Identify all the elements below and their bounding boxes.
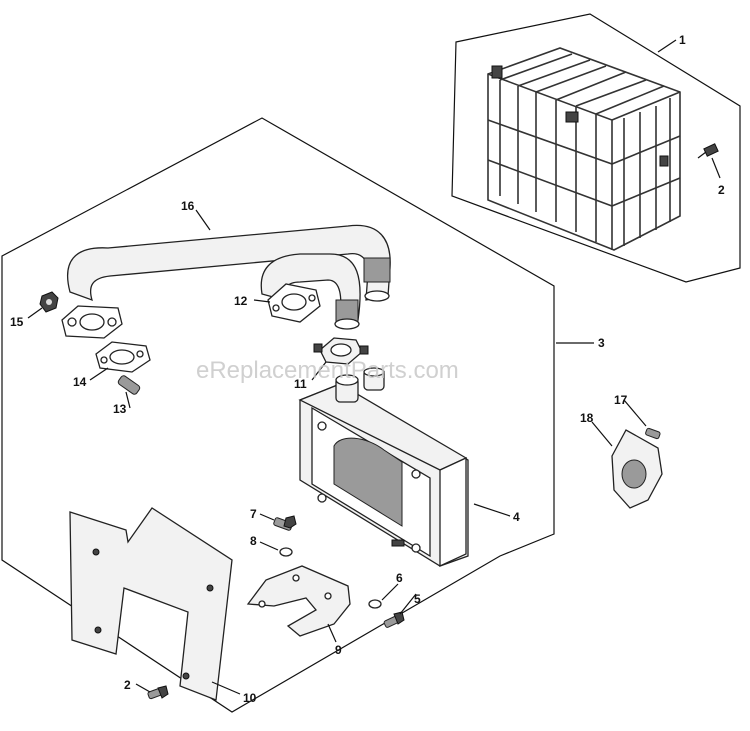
deflector-screw <box>645 427 661 440</box>
muffler <box>298 367 469 568</box>
callout-11: 11 <box>294 377 307 391</box>
callout-2-lower: 2 <box>124 678 131 692</box>
callout-4: 4 <box>513 510 520 524</box>
pipe-flange-left <box>61 305 123 339</box>
callout-9: 9 <box>335 643 342 657</box>
washer <box>279 547 293 557</box>
callout-7: 7 <box>250 507 257 521</box>
callout-3: 3 <box>598 336 605 350</box>
screw-bracket <box>383 611 405 628</box>
nut-hole <box>46 299 52 305</box>
muffler-bracket <box>246 565 351 637</box>
callout-5: 5 <box>414 592 421 606</box>
callout-13: 13 <box>113 402 127 416</box>
callout-17: 17 <box>614 393 628 407</box>
exhaust-deflector <box>611 429 663 509</box>
screw-upper <box>697 143 719 159</box>
screw-lower <box>147 685 169 700</box>
watermark: eReplacementParts.com <box>196 357 459 384</box>
pipe-flange-right <box>267 283 321 323</box>
callout-15: 15 <box>10 315 24 329</box>
callout-8: 8 <box>250 534 257 548</box>
callout-16: 16 <box>181 199 195 213</box>
callout-14: 14 <box>73 375 87 389</box>
callout-10: 10 <box>243 691 257 705</box>
callout-18: 18 <box>580 411 594 425</box>
callout-labels: 1 2 3 4 5 6 7 8 9 10 2 11 12 13 14 15 16… <box>10 33 725 705</box>
callout-6: 6 <box>396 571 403 585</box>
exhaust-gasket <box>95 341 151 373</box>
leader-lines <box>27 39 721 695</box>
wire-guard <box>487 47 681 251</box>
exhaust-pipe <box>66 224 391 330</box>
guard-kit-outline <box>451 13 741 283</box>
lock-washer <box>368 599 382 609</box>
muffler-kit-outline <box>1 117 555 713</box>
pipe-clamp <box>313 337 369 365</box>
bolt <box>273 515 297 531</box>
heat-shield <box>69 507 233 701</box>
callout-2-upper: 2 <box>718 183 725 197</box>
callout-12: 12 <box>234 294 248 308</box>
stud <box>117 375 141 395</box>
callout-1: 1 <box>679 33 686 47</box>
